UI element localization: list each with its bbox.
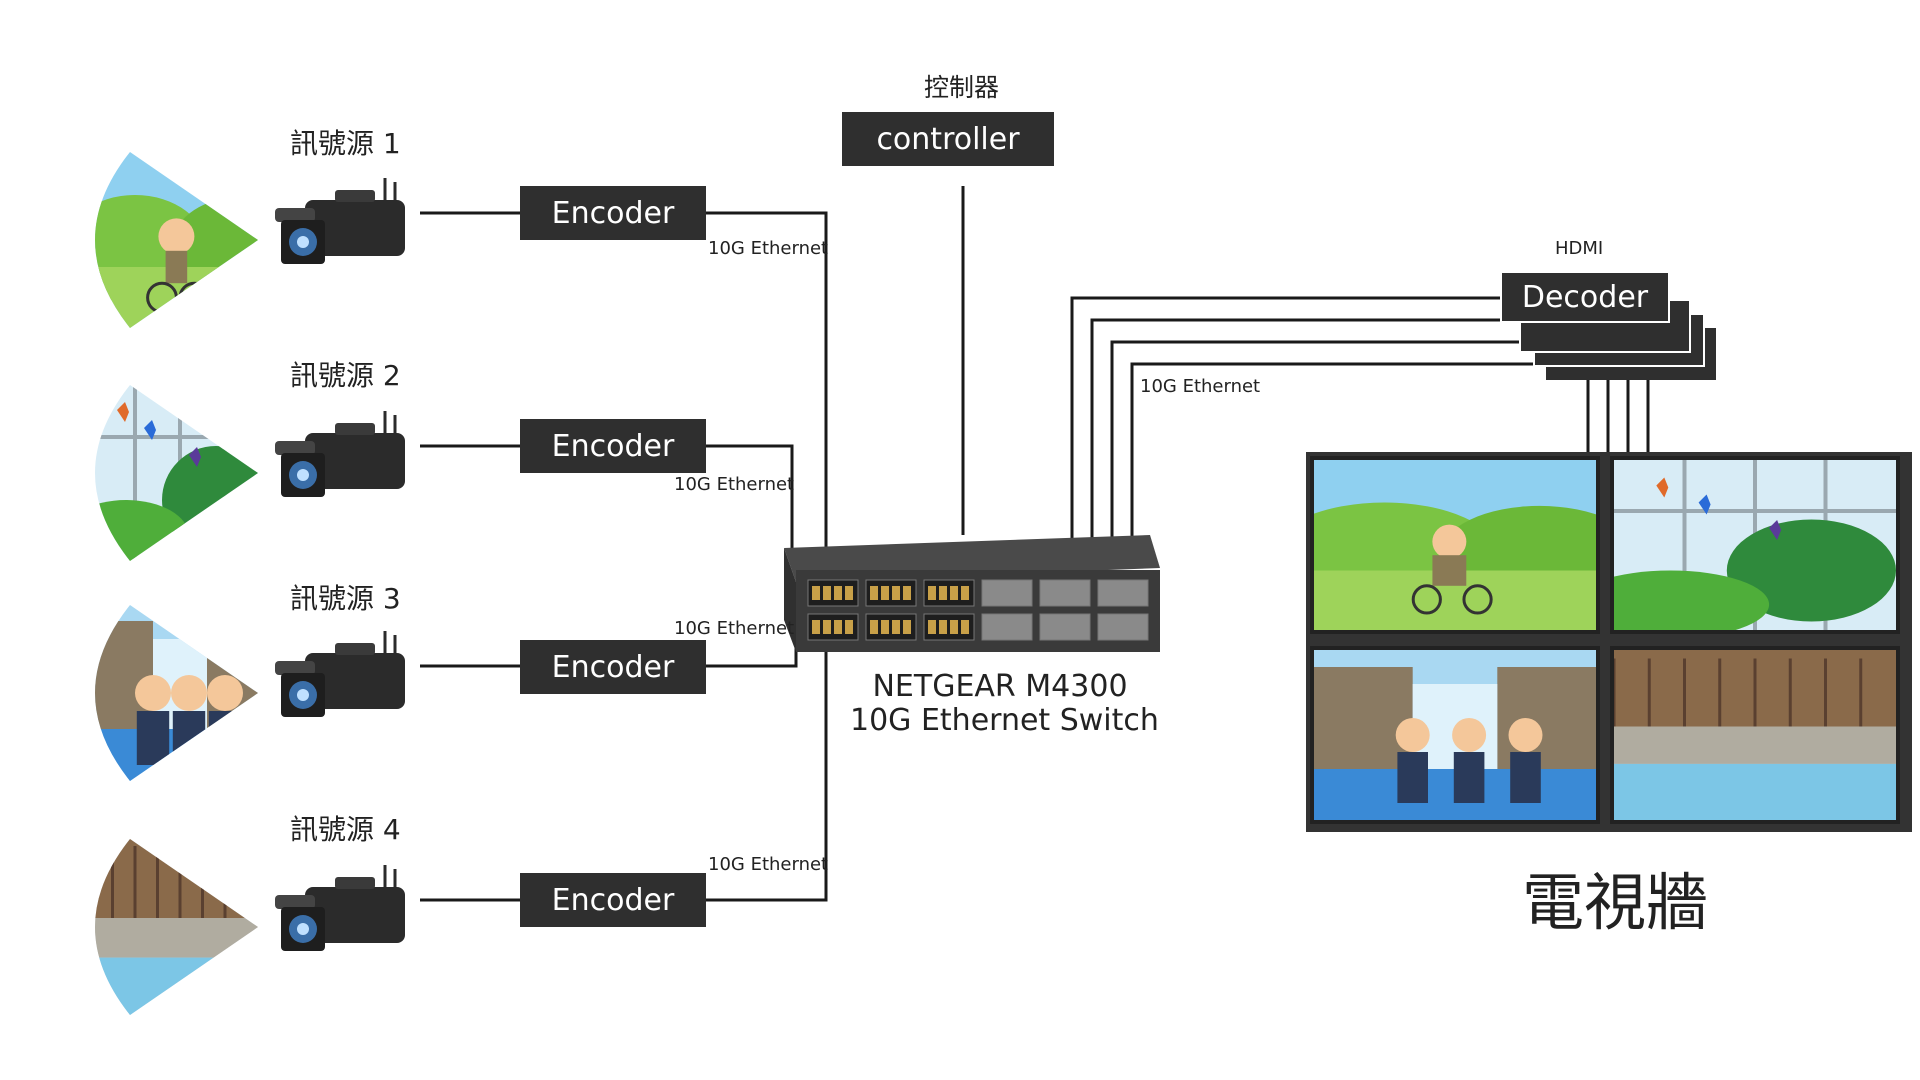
camcorder-icon (275, 631, 405, 717)
network-switch-icon (784, 535, 1160, 652)
encoder-2-link-label: 10G Ethernet (674, 474, 795, 495)
encoder-3-link-label: 10G Ethernet (674, 618, 795, 639)
decoder-link-3 (1110, 340, 1540, 552)
decoder-link-4 (1130, 362, 1556, 552)
source-4-title: 訊號源 4 (290, 813, 401, 846)
switch-model: NETGEAR M4300 (872, 669, 1128, 704)
video-wall (1306, 452, 1912, 832)
hdmi-caption: HDMI (1555, 238, 1604, 259)
wall-screen-3 (1310, 646, 1600, 824)
decoder-link-2 (1090, 318, 1524, 552)
decoder-stack (1519, 299, 1716, 380)
decoder-link-1 (1070, 296, 1508, 552)
source-2-title: 訊號源 2 (290, 359, 401, 392)
camcorder-icon (275, 411, 405, 497)
camcorder-icon (275, 178, 405, 264)
source-2-scene (95, 385, 405, 561)
encoder-4-uplink (706, 640, 828, 902)
decoder-box[interactable]: Decoder (1500, 271, 1670, 323)
controller-caption: 控制器 (924, 73, 1000, 102)
source-4-scene (95, 839, 405, 1015)
video-wall-title: 電視牆 (1522, 866, 1709, 939)
encoder-2-uplink (706, 444, 794, 548)
source-3-scene (95, 605, 405, 781)
source-1-title: 訊號源 1 (290, 127, 401, 160)
encoder-2[interactable]: Encoder (520, 419, 706, 473)
encoder-1-link-label: 10G Ethernet (708, 238, 829, 259)
wall-screen-4 (1610, 646, 1900, 824)
camcorder-icon (275, 865, 405, 951)
wall-screen-1 (1310, 456, 1600, 634)
encoder-1[interactable]: Encoder (520, 186, 706, 240)
switch-name: NETGEAR M4300 10G Ethernet Switch (850, 669, 1159, 738)
source-3-title: 訊號源 3 (290, 582, 401, 615)
source-1-scene (95, 152, 405, 328)
encoder-4-link-label: 10G Ethernet (708, 854, 829, 875)
encoder-1-uplink (706, 211, 828, 548)
connection-lines (420, 186, 1650, 902)
controller-box[interactable]: controller (842, 112, 1054, 166)
encoder-3[interactable]: Encoder (520, 640, 706, 694)
switch-type: 10G Ethernet Switch (850, 703, 1159, 738)
encoder-4[interactable]: Encoder (520, 873, 706, 927)
wall-screen-2 (1610, 456, 1900, 634)
decoder-link-label: 10G Ethernet (1140, 376, 1261, 397)
